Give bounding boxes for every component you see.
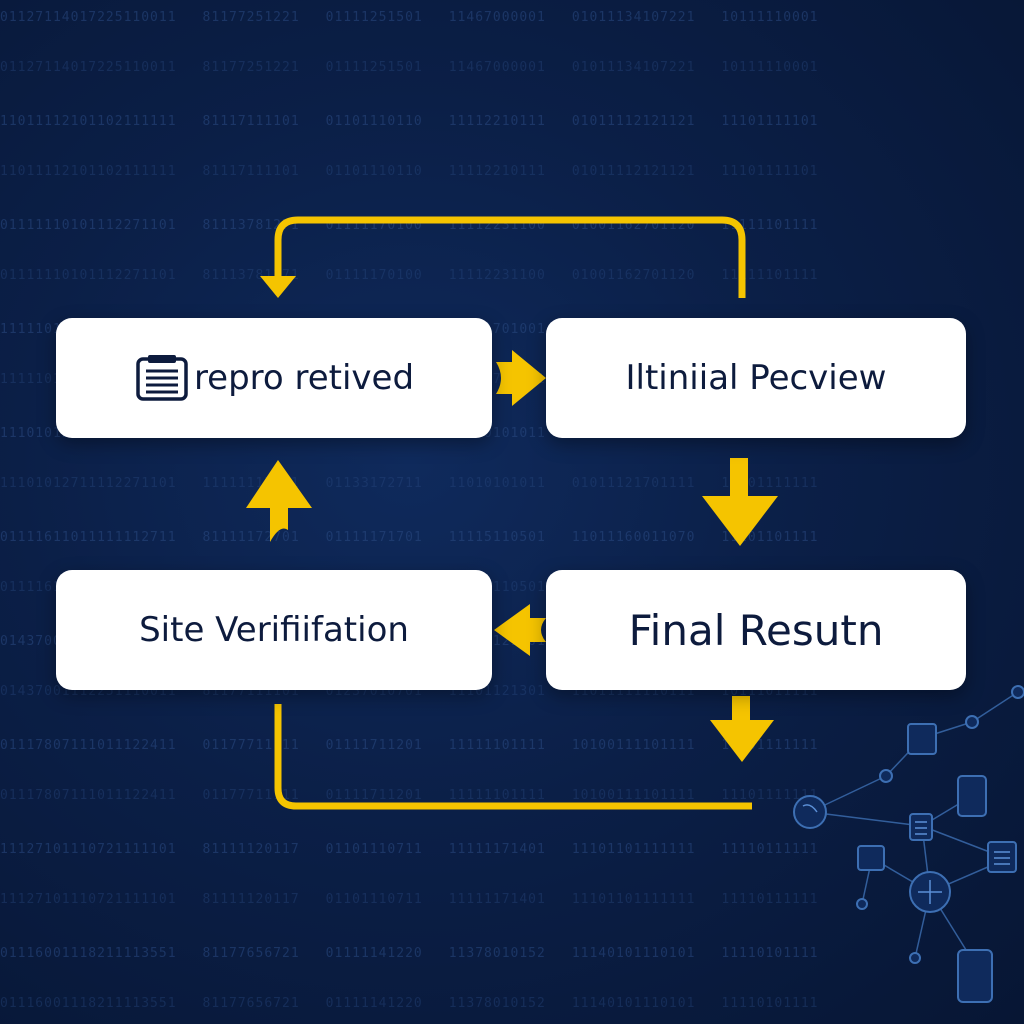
arrow-right-1 (496, 350, 546, 406)
small-node (879, 769, 893, 783)
arrow-down-2 (710, 696, 774, 762)
loop-line-bottom (274, 704, 752, 810)
loop-arrow-top (274, 216, 746, 298)
lock-node-icon (857, 845, 885, 871)
small-node (1011, 685, 1024, 699)
tablet-node-icon (957, 775, 987, 817)
phone-node-icon (793, 795, 827, 829)
small-node (965, 715, 979, 729)
step-initial-review-box: Iltiniial Pecview (546, 318, 966, 438)
arrow-down-1 (702, 458, 778, 546)
list-node-icon (987, 841, 1017, 873)
file-node-icon (907, 723, 937, 755)
step-final-result-box: Final Resutn (546, 570, 966, 690)
step-received-box: repro retived (56, 318, 492, 438)
loop-arrow-top-head (260, 276, 296, 298)
document-node-icon (909, 813, 933, 841)
step-final-result-label: Final Resutn (628, 605, 884, 655)
step-site-verification-box: Site Verifiifation (56, 570, 492, 690)
arrow-up-1 (246, 460, 312, 542)
small-node (909, 952, 921, 964)
device-node-icon (957, 949, 993, 1003)
small-node (856, 898, 868, 910)
arrow-left-1 (494, 604, 546, 656)
document-icon (136, 355, 188, 401)
step-site-verification-label: Site Verifiifation (139, 610, 409, 650)
step-received-label: repro retived (193, 358, 415, 398)
step-initial-review-label: Iltiniial Pecview (625, 358, 887, 398)
